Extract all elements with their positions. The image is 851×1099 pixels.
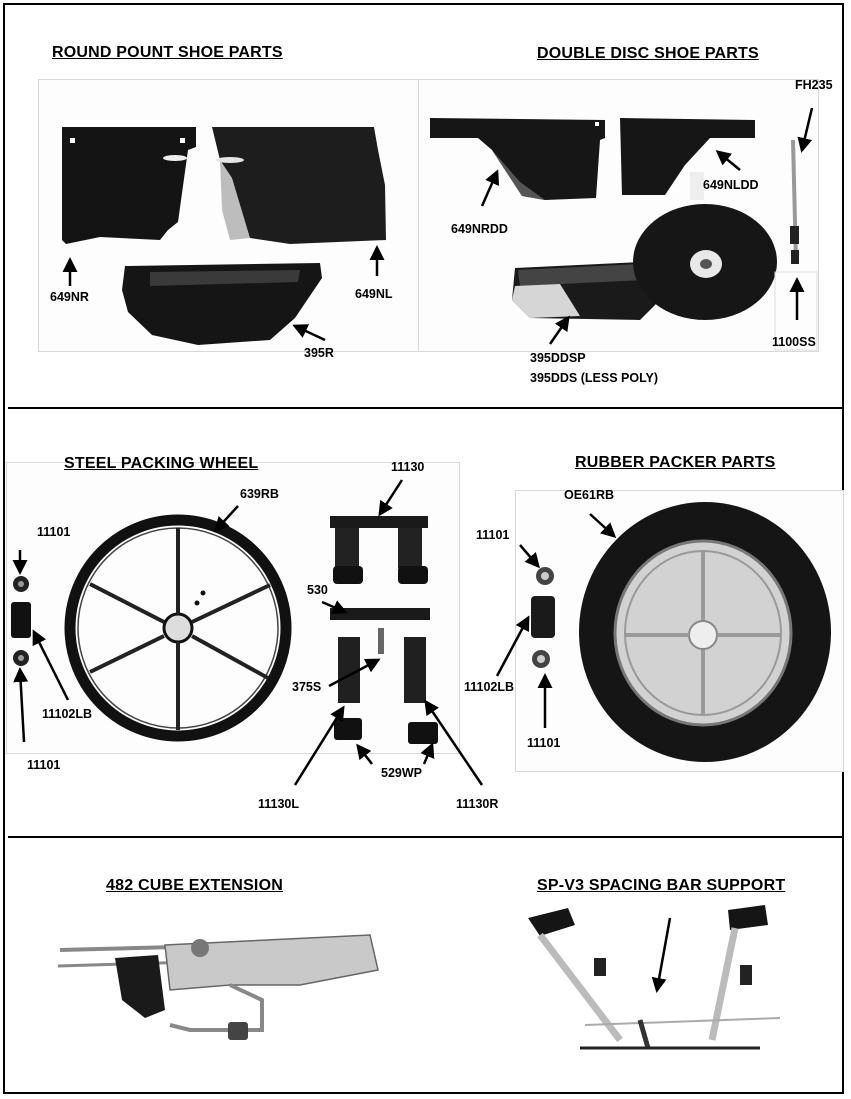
section-divider-1 xyxy=(8,407,844,409)
part-OE61RB-tire-image xyxy=(579,502,831,762)
part-375S-bolt-image xyxy=(378,628,384,654)
label-530: 530 xyxy=(307,583,328,597)
label-11130: 11130 xyxy=(391,460,425,474)
label-649NLDD: 649NLDD xyxy=(703,178,759,192)
label-11130L: 11130L xyxy=(258,797,300,811)
part-530-bar-image xyxy=(330,608,430,620)
spacing-bar-image xyxy=(528,905,781,1050)
spacing-bar-title: SP-V3 SPACING BAR SUPPORT xyxy=(537,877,786,894)
label-649NL: 649NL xyxy=(355,287,393,301)
part-FH235-image xyxy=(790,139,799,264)
part-529WP-scraper-image xyxy=(334,718,438,744)
label-529WP: 529WP xyxy=(381,766,422,780)
label-11101-b: 11101 xyxy=(27,758,61,772)
part-1100SS-disc-image xyxy=(633,204,777,320)
label-11102LB-b: 11102LB xyxy=(464,680,515,694)
label-OE61RB: OE61RB xyxy=(564,488,615,502)
callout-arrows xyxy=(12,107,814,993)
part-11101-bearing-image-a xyxy=(13,576,29,592)
double-disc-title: DOUBLE DISC SHOE PARTS xyxy=(537,45,759,62)
label-395DDS: 395DDS (LESS POLY) xyxy=(530,371,659,385)
part-395R-image xyxy=(122,263,322,345)
label-11102LB-a: 11102LB xyxy=(42,707,93,721)
part-11130-bracket-image xyxy=(330,516,428,584)
part-395DDSP-image xyxy=(512,262,660,320)
part-649NRDD-image xyxy=(430,118,605,200)
label-11101-c: 11101 xyxy=(476,528,510,542)
label-649NR: 649NR xyxy=(50,290,89,304)
part-11101-bearing-image-d xyxy=(532,650,550,668)
rubber-packer-title: RUBBER PACKER PARTS xyxy=(575,454,776,471)
label-FH235: FH235 xyxy=(795,78,833,92)
label-395R: 395R xyxy=(304,346,334,360)
steel-wheel-title: STEEL PACKING WHEEL xyxy=(64,455,259,472)
part-11130L-arm-image xyxy=(338,637,360,703)
label-639RB: 639RB xyxy=(240,487,279,501)
part-649NLDD-image xyxy=(620,118,755,200)
label-11130R: 11130R xyxy=(456,797,499,811)
label-375S: 375S xyxy=(292,680,322,694)
part-649NR-image xyxy=(62,127,196,244)
part-639RB-wheel-image xyxy=(64,514,292,742)
part-649NL-image xyxy=(212,127,386,244)
label-649NRDD: 649NRDD xyxy=(451,222,508,236)
part-11102LB-bushing-image-a xyxy=(11,602,31,638)
round-point-title: ROUND POUNT SHOE PARTS xyxy=(52,44,283,61)
label-395DDSP: 395DDSP xyxy=(530,351,586,365)
label-11101-a: 11101 xyxy=(37,525,71,539)
section-divider-2 xyxy=(8,836,844,838)
label-1100SS: 1100SS xyxy=(772,335,816,349)
part-11130R-arm-image xyxy=(404,637,426,703)
cube-extension-title: 482 CUBE EXTENSION xyxy=(106,877,283,894)
cube-extension-image xyxy=(57,934,379,1040)
part-11101-bearing-image-c xyxy=(536,567,554,585)
label-11101-d: 11101 xyxy=(527,736,561,750)
part-11102LB-bushing-image-b xyxy=(531,596,555,638)
part-11101-bearing-image-b xyxy=(13,650,29,666)
